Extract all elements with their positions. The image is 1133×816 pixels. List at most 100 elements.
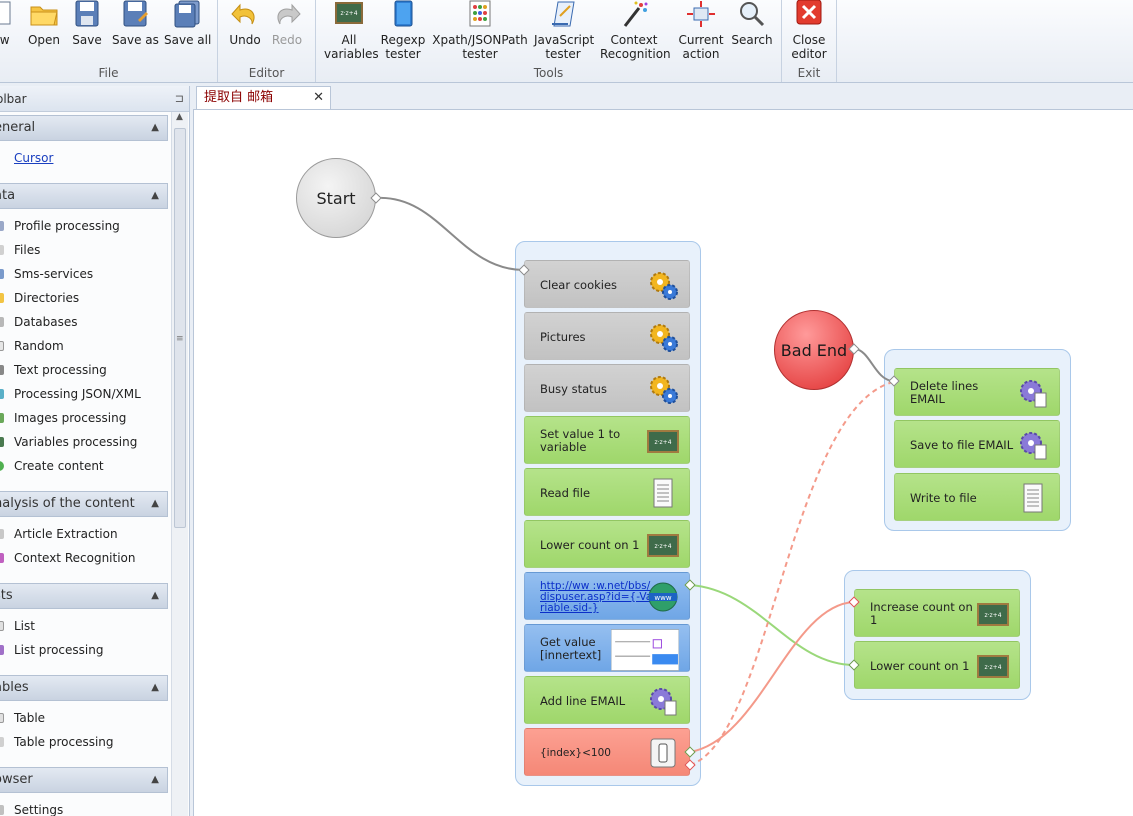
dice-icon: [0, 341, 4, 351]
svg-text:www: www: [654, 594, 671, 602]
ribbon-group-editor: Undo Redo Editor: [218, 0, 316, 82]
switch-icon: [650, 738, 676, 768]
list-icon: [0, 621, 4, 631]
action-increase-count[interactable]: Increase count on 1 z·z+4: [854, 589, 1020, 637]
close-red-icon: [796, 0, 822, 25]
svg-text:z·z+4: z·z+4: [340, 10, 357, 17]
svg-text:z·z+4: z·z+4: [984, 664, 1001, 671]
sms-icon: [0, 269, 4, 279]
file-icon: [0, 245, 4, 255]
chalkboard-icon: z·z+4: [647, 430, 679, 453]
pin-icon[interactable]: ⊐: [174, 92, 184, 105]
dots-grid-icon: [469, 0, 491, 27]
ribbon-group-tools-caption: Tools: [533, 66, 564, 80]
new-button[interactable]: ew: [0, 0, 16, 60]
section-tables-header[interactable]: ables▲: [0, 675, 168, 701]
ribbon-group-editor-caption: Editor: [248, 66, 285, 80]
document-icon: [1023, 483, 1043, 513]
search-button[interactable]: Search: [730, 0, 774, 64]
chevron-up-icon: ▲: [151, 190, 159, 201]
table-icon: [0, 713, 4, 723]
floppy-disks-icon: [174, 0, 200, 28]
list-processing-icon: [0, 645, 4, 655]
gear-document-icon: [650, 688, 677, 716]
chalkboard-icon: z·z+4: [647, 534, 679, 557]
save-button[interactable]: Save: [70, 0, 104, 60]
floppy-disk-edit-icon: [123, 0, 148, 27]
action-lower-count-loop[interactable]: Lower count on 1 z·z+4: [854, 641, 1020, 689]
image-icon: [0, 413, 4, 423]
section-analysis-header[interactable]: nalysis of the content▲: [0, 491, 168, 517]
book-icon: [394, 0, 413, 27]
chevron-up-icon: ▲: [151, 590, 159, 601]
chevron-up-icon: ▲: [151, 774, 159, 785]
toolbar-panel-title: olbar ⊐: [0, 86, 189, 112]
magic-wand-icon: [623, 1, 648, 27]
section-lists-header[interactable]: sts▲: [0, 583, 168, 609]
open-button[interactable]: Open: [26, 0, 62, 60]
action-condition-index[interactable]: {index}<100: [524, 728, 690, 776]
action-pictures[interactable]: Pictures: [524, 312, 690, 360]
action-get-value-innertext[interactable]: Get value [innertext]: [524, 624, 690, 672]
tab-project[interactable]: 提取自 邮箱 ✕: [196, 86, 331, 110]
action-delete-lines-email[interactable]: Delete lines EMAIL: [894, 368, 1060, 416]
grip-icon: ≡: [176, 334, 184, 344]
redo-button[interactable]: Redo: [270, 0, 304, 60]
json-icon: [0, 389, 4, 399]
gears-icon: [650, 272, 678, 300]
profile-icon: [0, 221, 4, 231]
chalkboard-icon: z·z+4: [977, 603, 1009, 626]
section-data-header[interactable]: ata▲: [0, 183, 168, 209]
undo-button[interactable]: Undo: [228, 0, 262, 60]
ribbon-group-exit-caption: Exit: [797, 66, 821, 80]
folder-icon: [0, 293, 4, 303]
magic-wand-icon: [0, 553, 4, 563]
ribbon: ew Open Save Save as Save all File Undo …: [0, 0, 1133, 83]
toolbar-scrollbar[interactable]: ▲ ≡: [171, 112, 188, 816]
action-navigate-url[interactable]: http://ww :w.net/bbs/dispuser.asp?id={-V…: [524, 572, 690, 620]
ribbon-group-file-caption: File: [98, 66, 119, 80]
action-clear-cookies[interactable]: Clear cookies: [524, 260, 690, 308]
section-general-header[interactable]: eneral▲: [0, 115, 168, 141]
chalkboard-icon: z·z+4: [977, 655, 1009, 678]
action-add-line-email[interactable]: Add line EMAIL: [524, 676, 690, 724]
svg-text:z·z+4: z·z+4: [654, 543, 671, 550]
gear-document-icon: [1020, 380, 1047, 408]
scroll-up-icon[interactable]: ▲: [176, 112, 183, 122]
section-browser-header[interactable]: owser▲: [0, 767, 168, 793]
close-tab-icon[interactable]: ✕: [313, 90, 324, 105]
save-all-button[interactable]: Save all: [164, 0, 211, 60]
chevron-up-icon: ▲: [151, 498, 159, 509]
gears-icon: [650, 376, 678, 404]
scrollbar-thumb[interactable]: [174, 128, 186, 528]
table-processing-icon: [0, 737, 4, 747]
save-as-button[interactable]: Save as: [112, 0, 159, 60]
toolbar-panel: olbar ⊐ eneral▲ Cursor ata▲ Profile proc…: [0, 86, 190, 816]
pen-icon: [0, 365, 4, 375]
chevron-up-icon: ▲: [151, 122, 159, 133]
action-set-value-variable[interactable]: Set value 1 to variable z·z+4: [524, 416, 690, 464]
action-busy-status[interactable]: Busy status: [524, 364, 690, 412]
bad-end-node[interactable]: Bad End: [774, 310, 854, 390]
action-write-to-file[interactable]: Write to file: [894, 473, 1060, 521]
create-icon: [0, 461, 4, 471]
action-lower-count[interactable]: Lower count on 1 z·z+4: [524, 520, 690, 568]
www-globe-icon: www: [648, 582, 678, 612]
chalkboard-icon: [0, 437, 4, 447]
action-save-to-file-email[interactable]: Save to file EMAIL: [894, 420, 1060, 468]
start-node[interactable]: Start: [296, 158, 376, 238]
chevron-up-icon: ▲: [151, 682, 159, 693]
floppy-disk-icon: [75, 0, 99, 27]
action-read-file[interactable]: Read file: [524, 468, 690, 516]
magnifier-icon: [740, 2, 765, 27]
page-thumbnail-icon: [611, 629, 679, 671]
